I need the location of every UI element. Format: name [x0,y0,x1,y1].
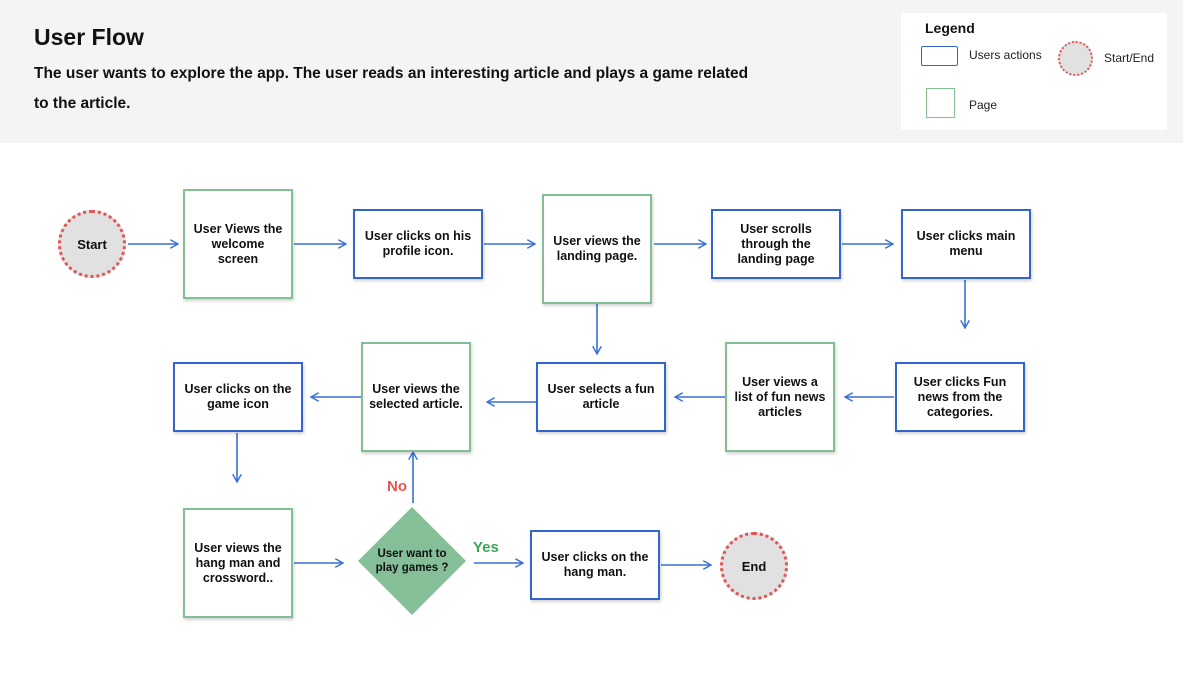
legend-swatch-page [926,88,955,118]
decision-play-games: User want to play games ? [358,507,466,615]
node-click-profile-icon: User clicks on his profile icon. [353,209,483,279]
node-scroll-landing-page: User scrolls through the landing page [711,209,841,279]
end-node: End [720,532,788,600]
legend: Legend Users actions Page Start/End [901,13,1167,130]
node-view-landing-page: User views the landing page. [542,194,652,304]
node-view-selected-article: User views the selected article. [361,342,471,452]
legend-label-page: Page [969,98,998,112]
decision-diamond [358,507,466,615]
page-title: User Flow [34,24,144,50]
edge-label-yes: Yes [473,539,499,556]
start-node: Start [58,210,126,278]
legend-label-start-end: Start/End [1104,51,1155,65]
node-select-fun-article: User selects a fun article [536,362,666,432]
legend-swatch-users-actions [921,46,958,66]
node-view-fun-news-list: User views a list of fun news articles [725,342,835,452]
edge-label-no: No [387,478,407,495]
node-view-hangman-crossword: User views the hang man and crossword.. [183,508,293,618]
header-panel: User Flow The user wants to explore the … [0,0,1183,143]
node-click-fun-news: User clicks Fun news from the categories… [895,362,1025,432]
node-click-main-menu: User clicks main menu [901,209,1031,279]
node-click-game-icon: User clicks on the game icon [173,362,303,432]
legend-swatch-start-end [1058,41,1093,76]
legend-title: Legend [925,20,975,36]
decision-label: User want to play games ? [375,548,449,574]
node-view-welcome-screen: User Views the welcome screen [183,189,293,299]
node-click-hangman: User clicks on the hang man. [530,530,660,600]
legend-label-users-actions: Users actions [969,48,1042,62]
page-description: The user wants to explore the app. The u… [34,65,749,112]
